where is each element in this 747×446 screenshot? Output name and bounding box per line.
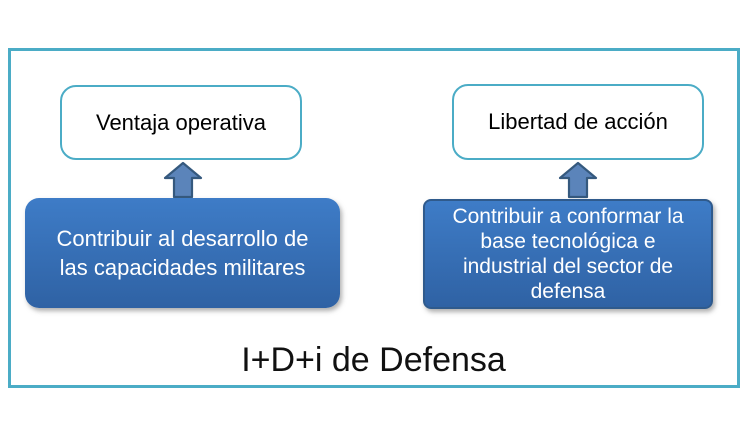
- top-box-libertad-de-accion: Libertad de acción: [452, 84, 704, 160]
- bottom-box-base-tecnologica: Contribuir a conformar la base tecnológi…: [423, 199, 713, 309]
- bottom-box-capacidades-militares: Contribuir al desarrollo de las capacida…: [25, 198, 340, 308]
- top-box-label: Libertad de acción: [488, 109, 668, 134]
- up-arrow-shape: [558, 161, 598, 199]
- footer-title: I+D+i de Defensa: [0, 338, 747, 382]
- top-box-ventaja-operativa: Ventaja operativa: [60, 85, 302, 160]
- top-box-label: Ventaja operativa: [95, 109, 267, 135]
- bottom-box-line: las capacidades militares: [59, 255, 306, 280]
- up-arrow-icon: [163, 161, 203, 199]
- up-arrow-shape: [163, 161, 203, 199]
- bottom-box-line: Contribuir a conformar la: [452, 205, 684, 228]
- footer-title-label: I+D+i de Defensa: [241, 340, 506, 379]
- up-arrow-icon: [558, 161, 598, 199]
- bottom-box-line: defensa: [530, 280, 606, 303]
- bottom-box-line: industrial del sector de: [462, 255, 674, 278]
- bottom-box-line: Contribuir al desarrollo de: [56, 226, 309, 251]
- outer-frame: [8, 48, 740, 388]
- bottom-box-line: base tecnológica e: [480, 230, 656, 253]
